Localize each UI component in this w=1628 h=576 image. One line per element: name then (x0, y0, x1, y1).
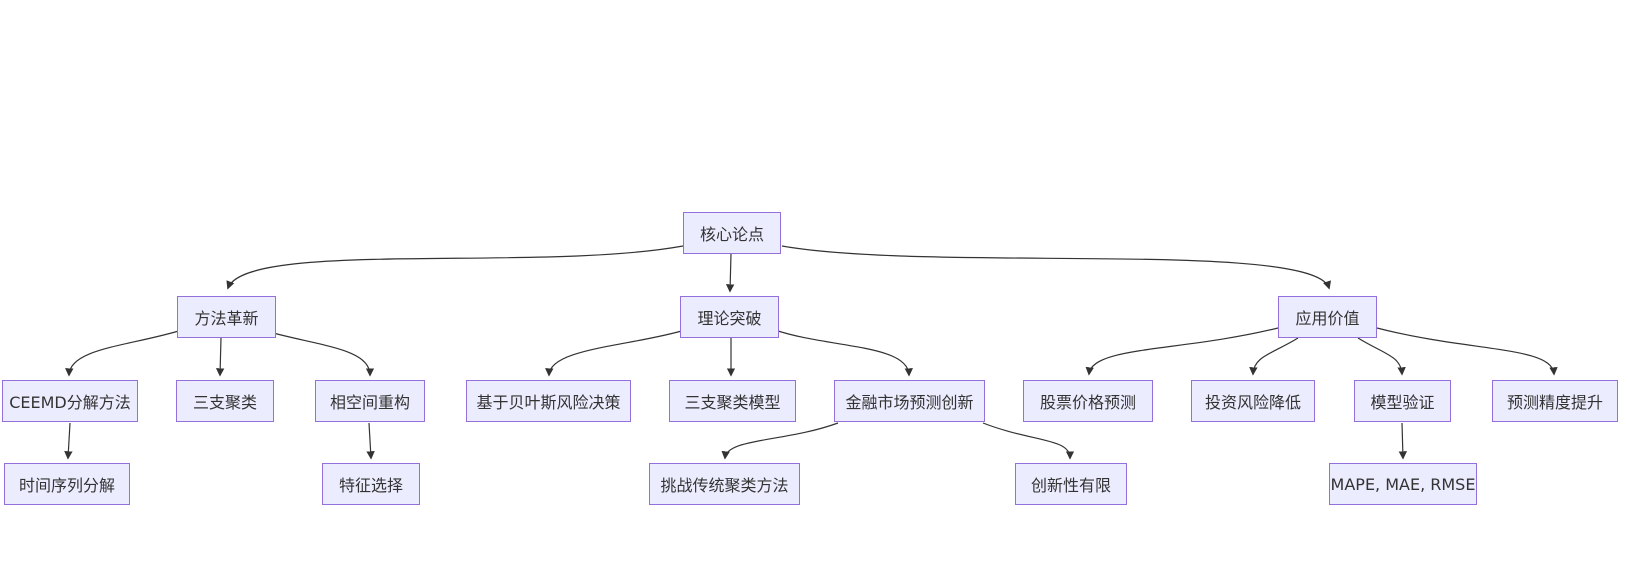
node-time-series-decomposition: 时间序列分解 (4, 463, 130, 505)
node-label: 方法革新 (194, 309, 259, 328)
node-core-thesis: 核心论点 (683, 212, 781, 254)
node-method-innovation: 方法革新 (177, 296, 276, 338)
edge-finance-to-challenge (721, 422, 839, 460)
node-label: 核心论点 (699, 225, 764, 244)
edge-theory-to-finance (774, 329, 913, 377)
node-label: 相空间重构 (329, 393, 410, 412)
edge-validation-to-metrics (1398, 422, 1408, 460)
node-label: 投资风险降低 (1204, 393, 1301, 412)
node-ceemd-decomposition: CEEMD分解方法 (2, 380, 138, 422)
node-label: 金融市场预测创新 (845, 393, 974, 412)
node-forecast-precision-improvement: 预测精度提升 (1492, 380, 1618, 422)
node-label: 股票价格预测 (1039, 393, 1136, 412)
node-label: CEEMD分解方法 (9, 393, 131, 412)
edge-finance-to-novelty (982, 422, 1075, 460)
edge-method-to-ceemd (65, 329, 183, 377)
node-challenge-traditional-clustering: 挑战传统聚类方法 (649, 463, 800, 505)
edge-application-to-risk (1249, 337, 1299, 376)
node-label: 应用价值 (1295, 309, 1360, 328)
node-three-way-clustering: 三支聚类 (176, 380, 274, 422)
node-limited-novelty: 创新性有限 (1015, 463, 1127, 505)
edge-core-to-theory (725, 253, 735, 293)
node-phase-space-reconstruction: 相空间重构 (315, 380, 425, 422)
edge-phasespace-to-feature (366, 422, 375, 460)
edge-application-to-validation (1357, 337, 1406, 376)
node-label: 创新性有限 (1030, 476, 1111, 495)
edge-method-to-phasespace (261, 329, 375, 377)
edge-core-to-application (781, 245, 1331, 290)
node-feature-selection: 特征选择 (322, 463, 420, 505)
node-bayes-risk-decision: 基于贝叶斯风险决策 (466, 380, 631, 422)
node-stock-price-prediction: 股票价格预测 (1023, 380, 1153, 422)
node-label: MAPE, MAE, RMSE (1330, 474, 1476, 494)
edge-application-to-precision (1376, 327, 1558, 376)
node-investment-risk-reduction: 投资风险降低 (1191, 380, 1315, 422)
node-label: 特征选择 (338, 476, 403, 495)
node-application-value: 应用价值 (1278, 296, 1377, 338)
node-label: 预测精度提升 (1506, 393, 1603, 412)
node-label: 理论突破 (697, 309, 762, 328)
node-label: 时间序列分解 (18, 476, 115, 495)
node-label: 三支聚类 (192, 393, 257, 412)
edge-ceemd-to-timeseries (64, 422, 73, 460)
edge-core-to-method (226, 245, 684, 290)
node-label: 挑战传统聚类方法 (660, 476, 789, 495)
node-error-metrics: MAPE, MAE, RMSE (1329, 463, 1477, 505)
edge-theory-to-bayes (545, 329, 686, 377)
edge-method-to-threeway (215, 337, 225, 377)
node-model-validation: 模型验证 (1354, 380, 1451, 422)
node-three-way-clustering-model: 三支聚类模型 (669, 380, 796, 422)
node-label: 基于贝叶斯风险决策 (476, 393, 621, 412)
node-label: 模型验证 (1370, 393, 1435, 412)
node-financial-market-forecast-innovation: 金融市场预测创新 (834, 380, 985, 422)
node-label: 三支聚类模型 (684, 393, 781, 412)
node-theory-breakthrough: 理论突破 (680, 296, 779, 338)
edge-application-to-stock (1085, 327, 1279, 376)
